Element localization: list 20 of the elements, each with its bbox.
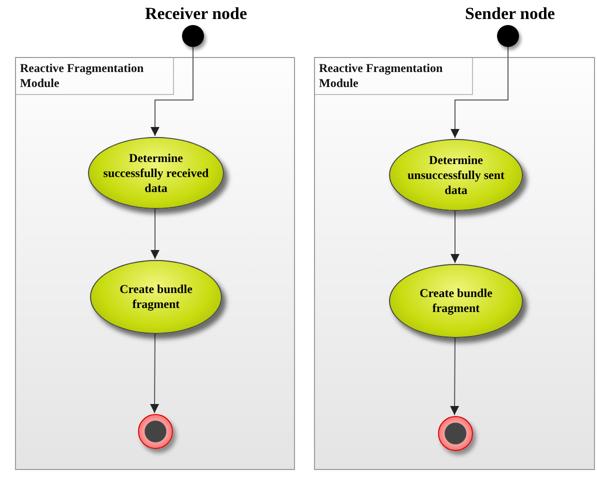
- activity-ellipse: Determine unsuccessfully sent data: [389, 139, 523, 211]
- arrow: [450, 46, 508, 138]
- node-title: Sender node: [464, 4, 556, 24]
- activity-ellipse: Create bundle fragment: [389, 264, 523, 338]
- arrow: [150, 332, 160, 414]
- end-node-circle: [138, 414, 173, 449]
- activity-ellipse: Determine successfully received data: [88, 137, 224, 209]
- start-node-circle: [182, 25, 204, 47]
- start-node-circle: [497, 25, 519, 47]
- panel-title: Reactive Fragmentation Module: [315, 58, 473, 95]
- arrow: [450, 336, 460, 416]
- arrow: [450, 210, 460, 264]
- node-title: Receiver node: [144, 4, 248, 24]
- arrow: [150, 46, 194, 136]
- end-node-circle: [438, 416, 473, 451]
- module-panel: [314, 57, 595, 470]
- panel-title: Reactive Fragmentation Module: [16, 58, 174, 95]
- arrow: [150, 208, 160, 260]
- activity-ellipse: Create bundle fragment: [90, 260, 222, 334]
- module-panel: [15, 57, 295, 470]
